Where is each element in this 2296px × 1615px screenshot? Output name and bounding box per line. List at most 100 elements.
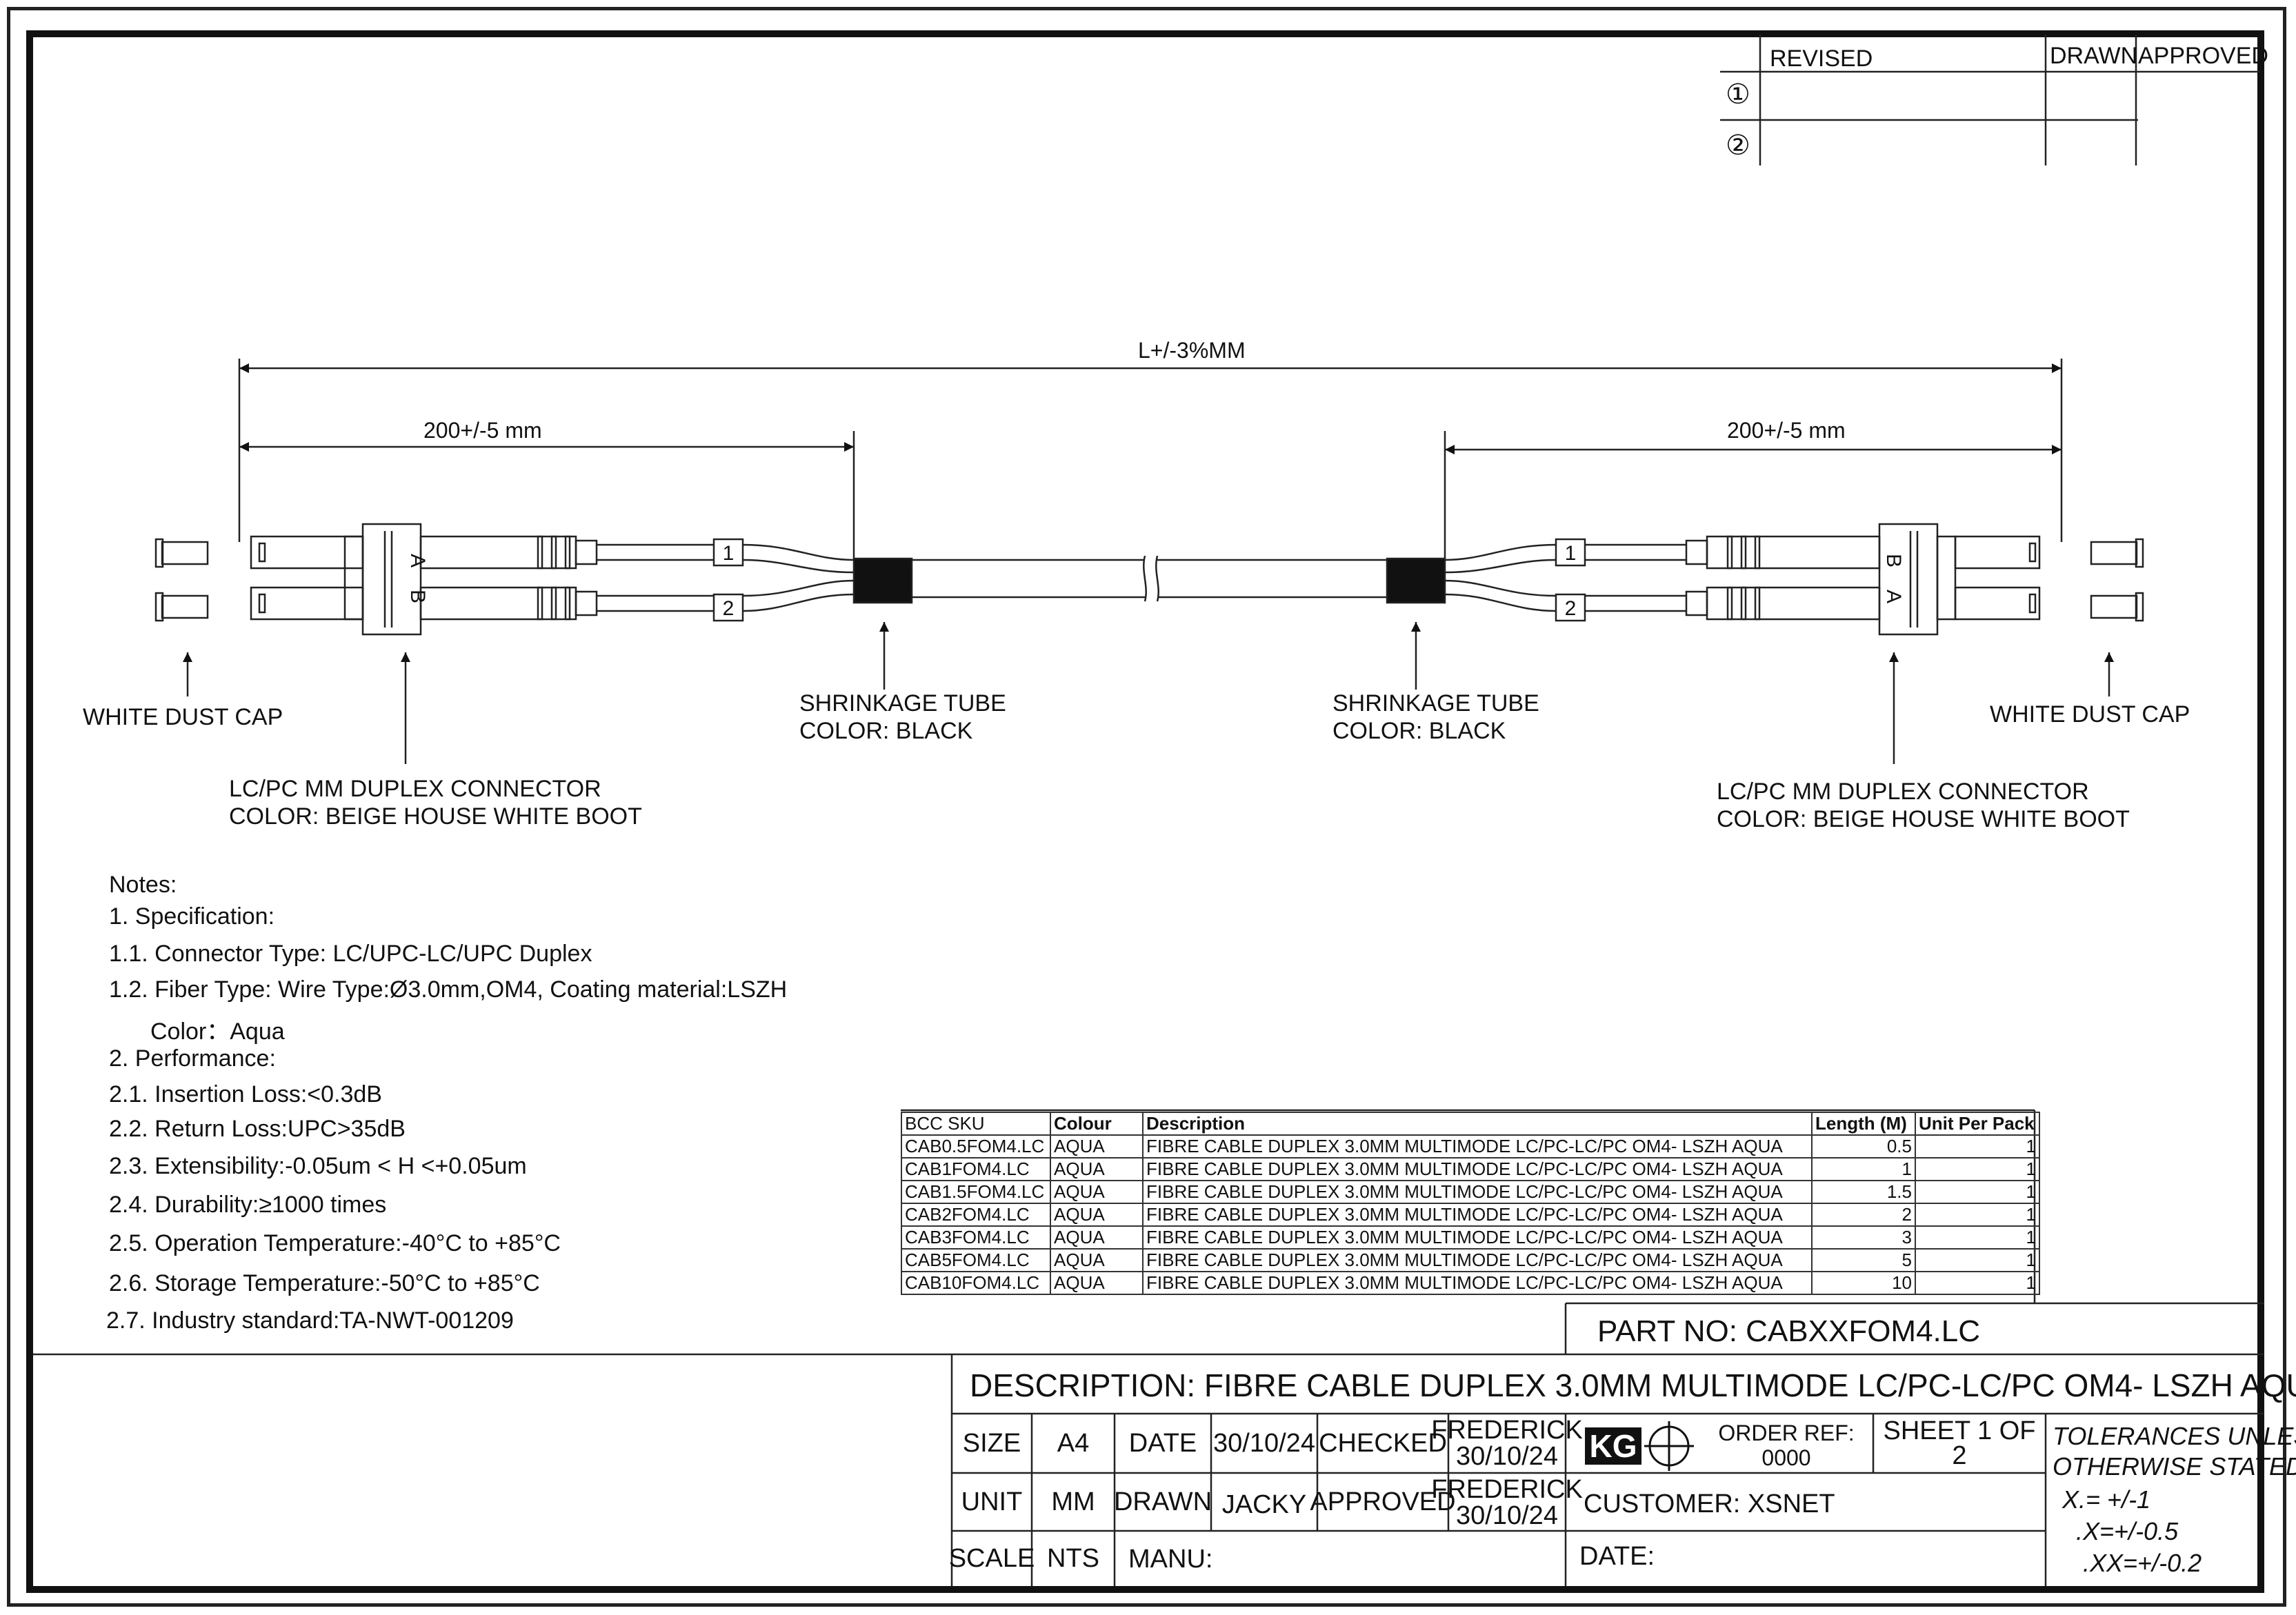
note-item: 2.6. Storage Temperature:-50°C to +85°C <box>109 1270 540 1296</box>
rev-header-drawn: DRAWN <box>2050 43 2138 69</box>
sku-cell: CAB2FOM4.LC <box>901 1203 1051 1227</box>
notes-title: Notes: <box>109 872 177 898</box>
length-cell: 2 <box>1811 1203 1916 1227</box>
note-item: 2.1. Insertion Loss:<0.3dB <box>109 1081 382 1107</box>
note-item: 2. Performance: <box>109 1045 276 1072</box>
sku-table-header-row: BCC SKU Colour Description Length (M) Un… <box>901 1112 2040 1136</box>
left-dust-cap-label: WHITE DUST CAP <box>83 704 283 730</box>
length-cell: 1.5 <box>1811 1180 1916 1204</box>
sku-header-colour: Colour <box>1050 1112 1144 1136</box>
drawn-label: DRAWN <box>1113 1487 1212 1516</box>
drawing-outer-border <box>7 7 2286 1607</box>
unit-cell: 1 <box>1915 1134 2040 1158</box>
unit-value: MM <box>1051 1487 1095 1516</box>
right-mark-b: B <box>1882 554 1905 568</box>
drawn-by: JACKY <box>1221 1490 1307 1519</box>
unit-cell: 1 <box>1915 1271 2040 1295</box>
colour-cell: AQUA <box>1050 1225 1144 1250</box>
order-ref-value: 0000 <box>1761 1445 1811 1470</box>
length-cell: 0.5 <box>1811 1134 1916 1158</box>
manu-label: MANU: <box>1128 1545 1213 1574</box>
colour-cell: AQUA <box>1050 1203 1144 1227</box>
scale-value: NTS <box>1047 1544 1099 1573</box>
right-connector-label-2: COLOR: BEIGE HOUSE WHITE BOOT <box>1717 806 2130 832</box>
length-cell: 5 <box>1811 1248 1916 1272</box>
checked-label: CHECKED <box>1319 1429 1447 1458</box>
title-block-lines <box>33 1109 2264 1586</box>
sku-cell: CAB3FOM4.LC <box>901 1225 1051 1250</box>
right-connector-label-1: LC/PC MM DUPLEX CONNECTOR <box>1717 779 2089 805</box>
description-cell: FIBRE CABLE DUPLEX 3.0MM MULTIMODE LC/PC… <box>1142 1157 1813 1181</box>
unit-cell: 1 <box>1915 1180 2040 1204</box>
colour-cell: AQUA <box>1050 1157 1144 1181</box>
right-connector-assembly <box>1411 523 2144 764</box>
unit-cell: 1 <box>1915 1248 2040 1272</box>
tolerances-line-1: TOLERANCES UNLESS <box>2053 1422 2296 1450</box>
order-ref-label: ORDER REF: <box>1718 1421 1855 1445</box>
unit-cell: 1 <box>1915 1225 2040 1250</box>
date2-label: DATE: <box>1579 1542 1655 1571</box>
right-tube-label-1: SHRINKAGE TUBE <box>1332 690 1539 716</box>
checked-by: FREDERICK <box>1431 1416 1583 1445</box>
date-label: DATE <box>1128 1429 1197 1458</box>
sheet-number: SHEET 1 OF 2 <box>1883 1416 2036 1470</box>
customer: CUSTOMER: XSNET <box>1584 1489 1835 1518</box>
length-cell: 1 <box>1811 1157 1916 1181</box>
kg-logo: KG <box>1585 1421 1694 1471</box>
rev-row-2: ② <box>1726 130 1750 161</box>
unit-cell: 1 <box>1915 1203 2040 1227</box>
note-item: 1.2. Fiber Type: Wire Type:Ø3.0mm,OM4, C… <box>109 976 788 1003</box>
note-item: 1. Specification: <box>109 903 275 930</box>
note-item: 2.4. Durability:≥1000 times <box>109 1192 387 1218</box>
colour-cell: AQUA <box>1050 1134 1144 1158</box>
description-cell: FIBRE CABLE DUPLEX 3.0MM MULTIMODE LC/PC… <box>1142 1180 1813 1204</box>
sku-cell: CAB5FOM4.LC <box>901 1248 1051 1272</box>
unit-cell: 1 <box>1915 1157 2040 1181</box>
right-mark-a: A <box>1882 590 1905 603</box>
note-item: Color：Aqua <box>150 1019 285 1045</box>
left-leg-1: 1 <box>723 542 735 565</box>
note-item: 1.1. Connector Type: LC/UPC-LC/UPC Duple… <box>109 941 592 967</box>
rev-row-1: ① <box>1726 79 1750 110</box>
description-cell: FIBRE CABLE DUPLEX 3.0MM MULTIMODE LC/PC… <box>1142 1134 1813 1158</box>
overall-length-label: L+/-3%MM <box>1138 338 1246 363</box>
scale-label: SCALE <box>948 1544 1035 1573</box>
drawing-inner-border <box>26 30 2264 1593</box>
tolerance-x: X.= +/-1 <box>2062 1485 2151 1514</box>
part-number: PART NO: CABXXFOM4.LC <box>1597 1314 1981 1348</box>
dimension-lines <box>238 359 2063 559</box>
left-leg-2: 2 <box>723 597 735 620</box>
colour-cell: AQUA <box>1050 1271 1144 1295</box>
unit-label: UNIT <box>961 1487 1023 1516</box>
title-description: DESCRIPTION: FIBRE CABLE DUPLEX 3.0MM MU… <box>970 1367 2296 1403</box>
rev-header-revised: REVISED <box>1770 46 1873 72</box>
approved-date: 30/10/24 <box>1456 1501 1558 1530</box>
right-leg-1: 1 <box>1565 542 1577 565</box>
sku-header-unit: Unit Per Pack <box>1915 1112 2040 1136</box>
right-dust-cap-label: WHITE DUST CAP <box>1990 701 2190 728</box>
note-item: 2.7. Industry standard:TA-NWT-001209 <box>106 1307 514 1334</box>
length-cell: 10 <box>1811 1271 1916 1295</box>
right-leg-2: 2 <box>1565 597 1577 620</box>
approved-label: APPROVED <box>1310 1487 1456 1516</box>
kg-logo-text: KG <box>1590 1428 1637 1464</box>
tolerances-line-2: OTHERWISE STATED <box>2053 1452 2296 1481</box>
left-leg-length-label: 200+/-5 mm <box>423 418 542 443</box>
left-mark-a: A <box>406 554 429 568</box>
checked-date: 30/10/24 <box>1456 1442 1558 1471</box>
sku-cell: CAB1FOM4.LC <box>901 1157 1051 1181</box>
sku-header-description: Description <box>1142 1112 1813 1136</box>
size-label: SIZE <box>962 1429 1021 1458</box>
date-value: 30/10/24 <box>1213 1429 1315 1458</box>
left-connector-assembly <box>154 523 889 764</box>
size-value: A4 <box>1057 1429 1090 1458</box>
tolerance-x1: .X=+/-0.5 <box>2076 1517 2179 1545</box>
